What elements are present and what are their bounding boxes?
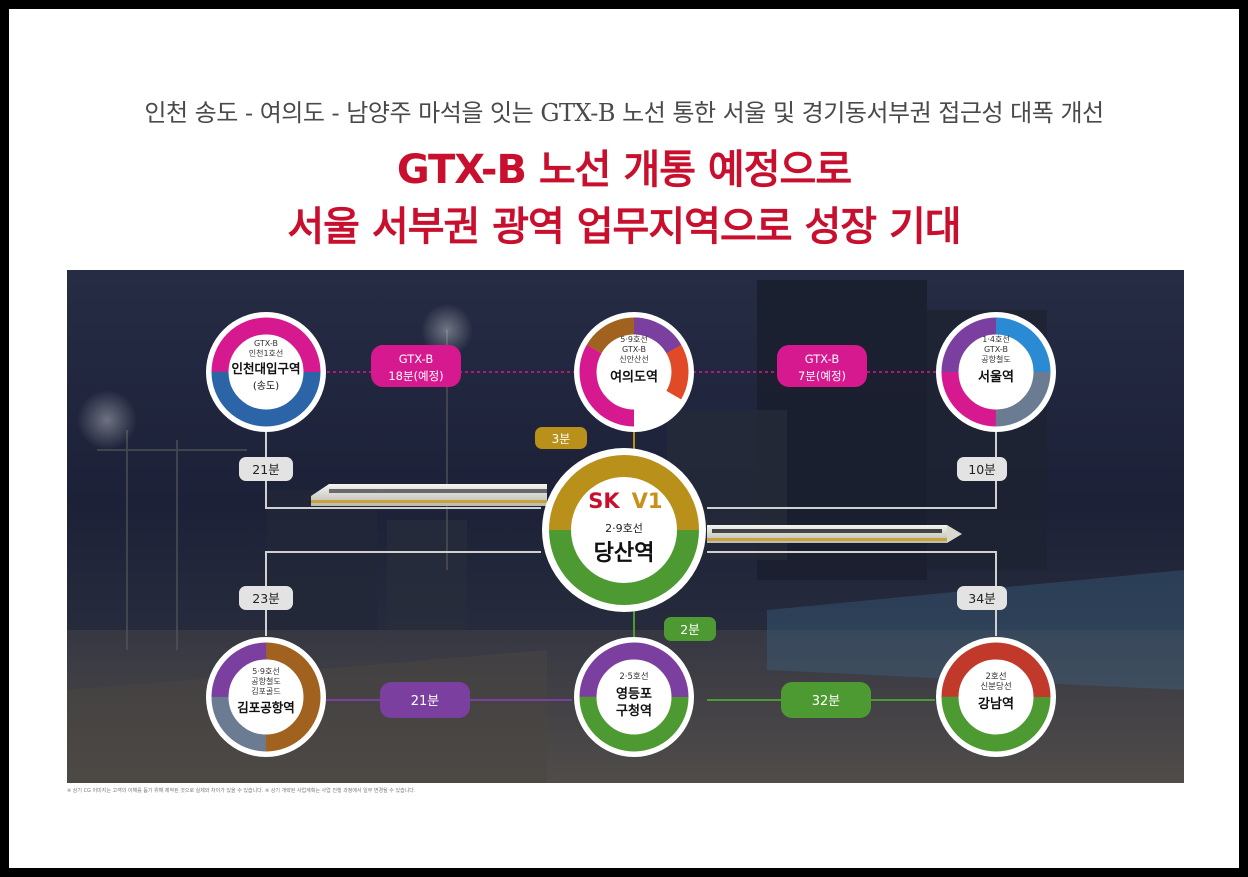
station-yeouido[interactable]: 5·9호선 GTX-B 신안산선 여의도역 <box>571 309 697 435</box>
headline-line-1: GTX-B 노선 개통 예정으로 <box>396 147 852 193</box>
yeouido-name: 여의도역 <box>610 369 658 385</box>
badge-yeongdeungpo-dangsan: 2분 <box>664 617 716 641</box>
station-gimpo[interactable]: 5·9호선 공항철도 김포골드 김포공항역 <box>206 637 326 757</box>
badge-yeongdeungpo-gangnam: 32분 <box>781 682 871 718</box>
gimpo-line-3: 김포골드 <box>251 686 280 696</box>
seoul-line-2: GTX-B <box>984 345 1008 354</box>
badge-incheon-dangsan: 21분 <box>239 457 293 481</box>
svg-text:32분: 32분 <box>812 694 841 709</box>
page: 인천 송도 - 여의도 - 남양주 마석을 잇는 GTX-B 노선 통한 서울 … <box>9 9 1239 868</box>
badge-incheon-yeouido-time: 18분(예정) <box>388 369 443 383</box>
yeouido-line-1: 5·9호선 <box>620 335 647 344</box>
badge-incheon-yeouido: GTX-B 18분(예정) <box>371 345 461 387</box>
gimpo-line-1: 5·9호선 <box>252 667 279 676</box>
badge-yeouido-seoul: GTX-B 7분(예정) <box>777 345 867 387</box>
badge-gimpo-yeongdeungpo: 21분 <box>380 682 470 718</box>
yeongdeungpo-name: 영등포 <box>616 687 652 702</box>
station-incheon[interactable]: GTX-B 인천1호선 인천대입구역 (송도) <box>206 312 326 432</box>
dangsan-name: 당산역 <box>594 541 655 566</box>
badge-gimpo-dangsan: 23분 <box>239 586 293 610</box>
gimpo-name: 김포공항역 <box>237 700 295 715</box>
yeouido-line-3: 신안산선 <box>619 354 648 364</box>
yeongdeungpo-line: 2·5호선 <box>619 672 648 682</box>
headline-line-2: 서울 서부권 광역 업무지역으로 성장 기대 <box>287 204 961 250</box>
badge-yeouido-seoul-time: 7분(예정) <box>798 369 846 383</box>
svg-text:34분: 34분 <box>968 591 995 606</box>
station-gangnam[interactable]: 2호선 신분당선 강남역 <box>936 637 1056 757</box>
badge-yeouido-seoul-line: GTX-B <box>805 352 840 366</box>
yeongdeungpo-name-2: 구청역 <box>616 703 652 719</box>
gimpo-line-2: 공항철도 <box>251 676 280 686</box>
station-yeongdeungpo[interactable]: 2·5호선 영등포 구청역 <box>574 637 694 757</box>
gangnam-name: 강남역 <box>978 696 1014 712</box>
dangsan-brand-v1: V1 <box>632 489 663 513</box>
svg-text:21분: 21분 <box>252 462 279 477</box>
footnote: ※ 상기 CG 이미지는 고객의 이해를 돕기 위해 제작된 것으로 실제와 차… <box>67 788 416 794</box>
badge-seoul-dangsan: 10분 <box>957 457 1007 481</box>
svg-text:2분: 2분 <box>680 622 699 637</box>
route-map-panel: GTX-B 인천1호선 인천대입구역 (송도) 5·9호선 GTX-B 신안산선… <box>67 270 1184 783</box>
svg-text:10분: 10분 <box>968 462 995 477</box>
badge-gangnam-dangsan: 34분 <box>957 586 1007 610</box>
subtitle: 인천 송도 - 여의도 - 남양주 마석을 잇는 GTX-B 노선 통한 서울 … <box>144 99 1104 127</box>
gangnam-line-1: 2호선 <box>985 672 1006 682</box>
train-right <box>707 525 962 543</box>
gangnam-line-2: 신분당선 <box>980 681 1011 692</box>
yeouido-line-2: GTX-B <box>622 345 646 354</box>
seoul-name: 서울역 <box>978 369 1014 385</box>
svg-text:23분: 23분 <box>252 591 279 606</box>
station-seoul[interactable]: 1·4호선 GTX-B 공항철도 서울역 <box>936 312 1056 432</box>
badge-incheon-yeouido-line: GTX-B <box>399 352 434 366</box>
incheon-line-2: 인천1호선 <box>249 348 284 358</box>
seoul-line-3: 공항철도 <box>981 354 1010 364</box>
seoul-line-1: 1·4호선 <box>982 335 1009 344</box>
dangsan-brand-sk: SK <box>588 489 620 513</box>
route-diagram: GTX-B 인천1호선 인천대입구역 (송도) 5·9호선 GTX-B 신안산선… <box>67 280 1184 783</box>
incheon-name: 인천대입구역 <box>231 361 300 376</box>
badge-yeouido-dangsan: 3분 <box>535 427 587 449</box>
station-dangsan[interactable]: SK V1 2·9호선 당산역 <box>542 448 706 612</box>
incheon-line-1: GTX-B <box>254 339 278 348</box>
train-left <box>311 484 547 506</box>
svg-text:3분: 3분 <box>552 432 571 446</box>
dangsan-line: 2·9호선 <box>605 522 643 535</box>
svg-text:21분: 21분 <box>411 694 440 709</box>
incheon-sub: (송도) <box>253 380 279 392</box>
